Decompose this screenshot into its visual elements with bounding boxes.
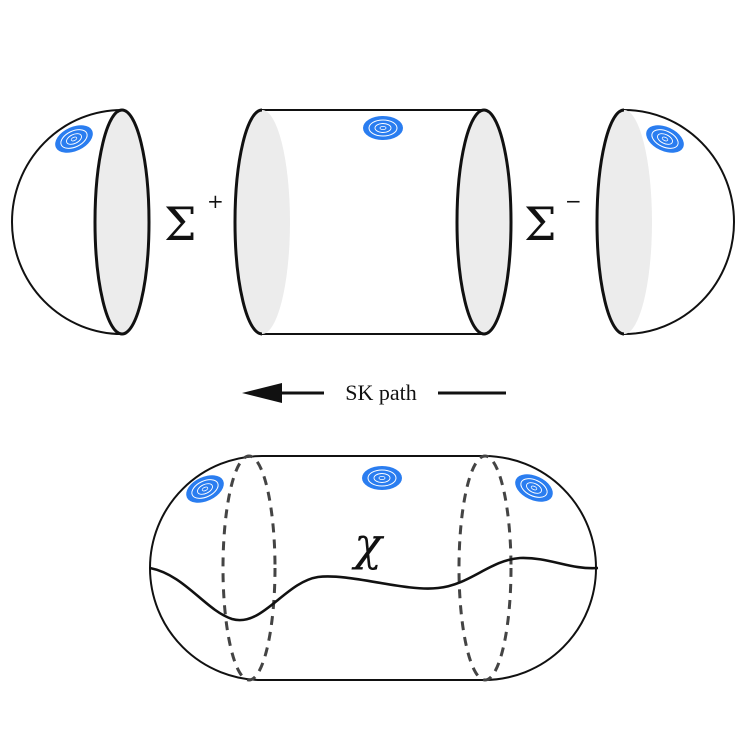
dashed-cross-section-right [457,454,513,682]
sigma-minus-base: Σ [524,197,557,251]
sigma-plus-label: Σ + [164,189,224,251]
sigma-plus-base: Σ [164,197,197,251]
right-hemisphere [595,108,735,336]
left-hemisphere [11,108,151,336]
chi-label: χ [351,517,385,571]
sk-path-arrow: SK path [242,380,506,405]
sk-path-label: SK path [345,380,417,405]
marker-icon [362,115,404,141]
sigma-minus-label: Σ − [524,189,582,251]
sigma-plus-sup: + [207,189,224,213]
middle-cylinder [233,108,513,336]
sigma-minus-sup: − [565,189,582,213]
wavy-path-curve [149,556,599,622]
marker-icon [361,465,403,491]
dashed-cross-section-left [221,454,277,682]
bottom-capsule: χ [149,454,599,682]
